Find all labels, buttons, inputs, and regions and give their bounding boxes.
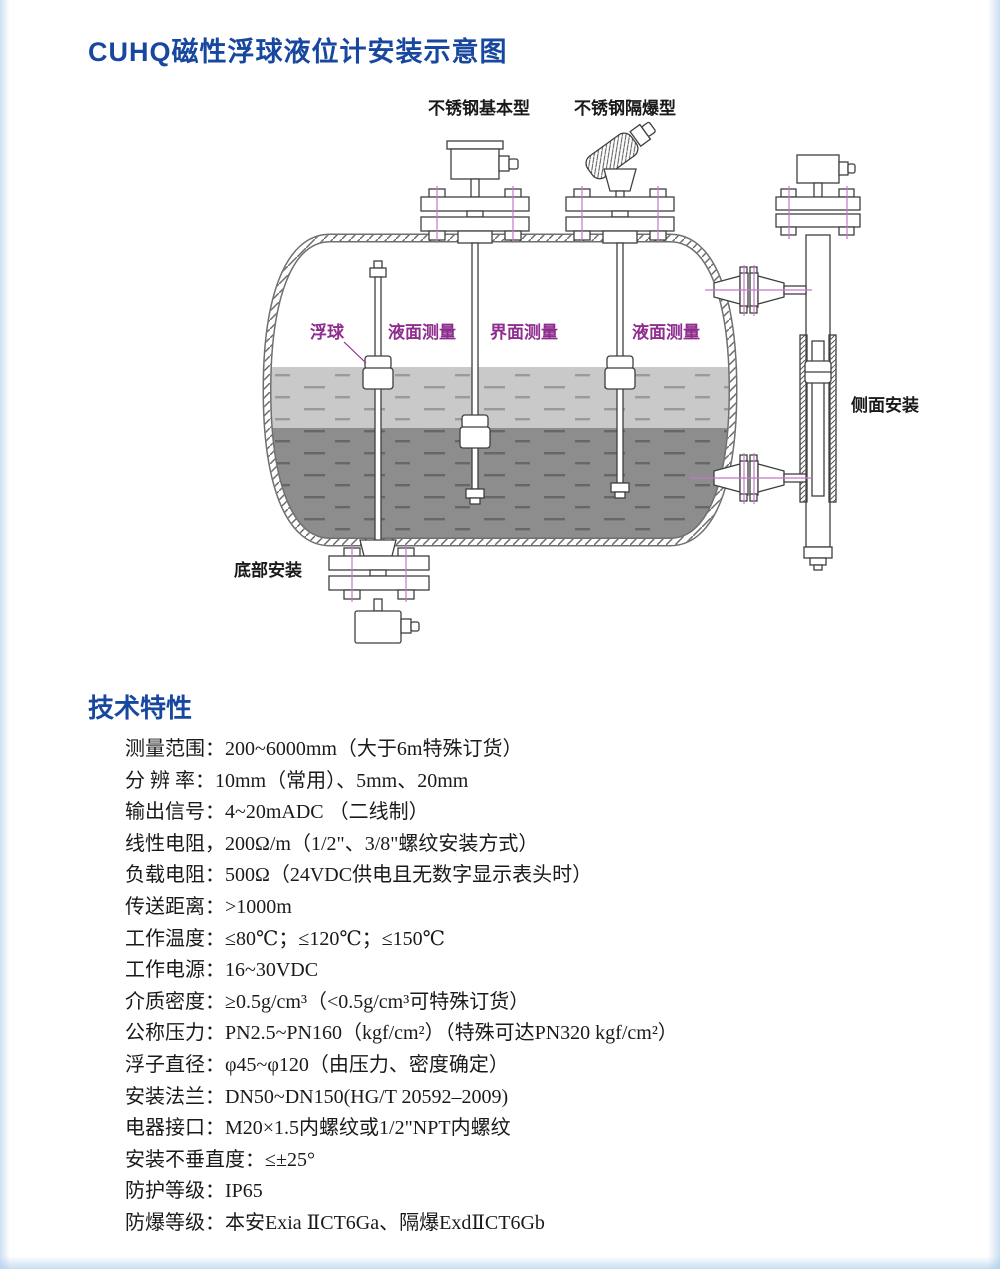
basic-float-body <box>459 426 491 449</box>
technical-specs-section: 技术特性 测量范围：200~6000mm（大于6m特殊订货） 分 辨 率：10m… <box>88 688 948 1240</box>
ep-cap <box>585 132 639 180</box>
page-edge-gradient-bottom <box>0 1256 1000 1269</box>
bottom-gauge-stem <box>374 276 382 557</box>
basic-head-lid <box>446 140 504 150</box>
spec-line-transmission-distance: 传送距离：>1000m <box>125 895 292 918</box>
ep-end-tip <box>614 491 626 499</box>
centerlines <box>351 186 848 602</box>
bottom-cable-connector <box>400 618 412 634</box>
basic-cable-connector <box>498 155 510 172</box>
ep-head-group <box>585 121 656 180</box>
bottom-nozzle-neck <box>359 539 397 557</box>
label-level-measure-right: 液面测量 <box>632 322 700 342</box>
bottom-cable-connector-tip <box>410 621 420 632</box>
nozzle-neck <box>457 230 493 244</box>
spec-line-medium-density: 介质密度：≥0.5g/cm³（<0.5g/cm³可特殊订货） <box>125 990 530 1013</box>
ep-connector-tip <box>641 121 656 137</box>
side-cable-connector-tip <box>847 163 856 174</box>
spec-line-linear-resistance: 线性电阻，200Ω/m（1/2"、3/8"螺纹安装方式） <box>125 832 539 855</box>
spec-line-electrical-interface: 电器接口：M20×1.5内螺纹或1/2"NPT内螺纹 <box>125 1117 511 1140</box>
label-bottom-mount: 底部安装 <box>234 560 302 580</box>
basic-stem-in-tank <box>471 242 479 490</box>
side-bottom-cap <box>803 546 833 559</box>
spec-line-working-power: 工作电源：16~30VDC <box>125 959 319 982</box>
specs-heading: 技术特性 <box>88 693 193 723</box>
side-chamber-wall-hatch <box>828 334 837 503</box>
spec-line-resolution: 分 辨 率：10mm（常用）、5mm、20mm <box>125 769 469 792</box>
side-stem-upper <box>813 182 823 198</box>
flange-spacer <box>611 210 629 218</box>
ep-float-body <box>604 367 636 390</box>
spec-line-verticality: 安装不垂直度：≤±25° <box>125 1148 315 1171</box>
flange-plate <box>775 196 861 211</box>
explosion-proof-gauge <box>565 121 675 499</box>
label-float-ball: 浮球 <box>310 322 345 342</box>
ep-neck <box>603 168 637 192</box>
flange-plate <box>328 555 430 571</box>
flange-spacer <box>369 569 387 577</box>
side-bottom-cap-tip <box>809 557 827 566</box>
bottom-float-top <box>364 355 392 370</box>
basic-float-top <box>461 414 489 429</box>
bottom-gauge-cap-tip <box>373 260 383 269</box>
basic-stem-upper <box>470 178 480 198</box>
basic-end-tip <box>469 497 481 505</box>
spec-line-load-resistance: 负载电阻：500Ω（24VDC供电且无数字显示表头时） <box>125 864 593 887</box>
side-bottom-drain <box>813 564 823 571</box>
installation-diagram: 不锈钢基本型 不锈钢隔爆型 浮球 液面测量 界面测量 液面测量 侧面安装 底部安… <box>234 98 919 644</box>
bottom-head-box <box>354 610 402 644</box>
nozzle-neck <box>602 230 638 244</box>
tank-liquids <box>267 367 733 542</box>
side-cable-connector <box>838 161 849 176</box>
label-interface-measure: 界面测量 <box>490 322 558 342</box>
flange-plate <box>775 213 861 228</box>
label-level-measure-left: 液面测量 <box>388 322 456 342</box>
basic-cable-connector-tip <box>508 158 519 170</box>
side-head-box <box>796 154 840 184</box>
side-chamber-wall-hatch <box>799 334 808 503</box>
spec-lines: 测量范围：200~6000mm（大于6m特殊订货） 分 辨 率：10mm（常用）… <box>125 734 948 1240</box>
upper-liquid-dashes <box>267 367 733 428</box>
label-side-mount: 侧面安装 <box>851 395 919 415</box>
ep-end-stop <box>610 482 630 493</box>
bottom-stem-lower <box>373 598 383 612</box>
spec-line-float-diameter: 浮子直径：φ45~φ120（由压力、密度确定） <box>125 1053 509 1076</box>
lower-liquid-dashes <box>267 428 733 542</box>
float-leader-line <box>343 341 367 364</box>
spec-line-mounting-flange: 安装法兰：DN50~DN150(HG/T 20592–2009) <box>125 1085 509 1108</box>
spec-line-nominal-pressure: 公称压力：PN2.5~PN160（kgf/cm²）（特殊可达PN320 kgf/… <box>125 1022 678 1045</box>
page-title: CUHQ磁性浮球液位计安装示意图 <box>88 37 508 67</box>
spec-line-protection-grade: 防护等级：IP65 <box>125 1180 263 1203</box>
flange-plate <box>328 575 430 591</box>
label-explosion-proof-type: 不锈钢隔爆型 <box>574 98 676 118</box>
flange-spacer <box>466 210 484 218</box>
ep-float-top <box>606 355 634 370</box>
bottom-gauge-cap <box>369 267 387 278</box>
spec-line-output-signal: 输出信号：4~20mADC （二线制） <box>125 801 429 824</box>
spec-line-explosion-proof-grade: 防爆等级：本安Exia ⅡCT6Ga、隔爆ExdⅡCT6Gb <box>125 1211 545 1234</box>
tank-vessel <box>262 233 738 547</box>
basic-head-box <box>450 148 500 180</box>
spec-line-working-temperature: 工作温度：≤80℃；≤120℃；≤150℃ <box>125 927 446 950</box>
basic-end-stop <box>465 488 485 499</box>
label-basic-type: 不锈钢基本型 <box>428 98 530 118</box>
tank-shell-hatch <box>263 235 737 545</box>
bottom-float-body <box>362 367 394 390</box>
spec-line-measuring-range: 测量范围：200~6000mm（大于6m特殊订货） <box>125 738 523 760</box>
